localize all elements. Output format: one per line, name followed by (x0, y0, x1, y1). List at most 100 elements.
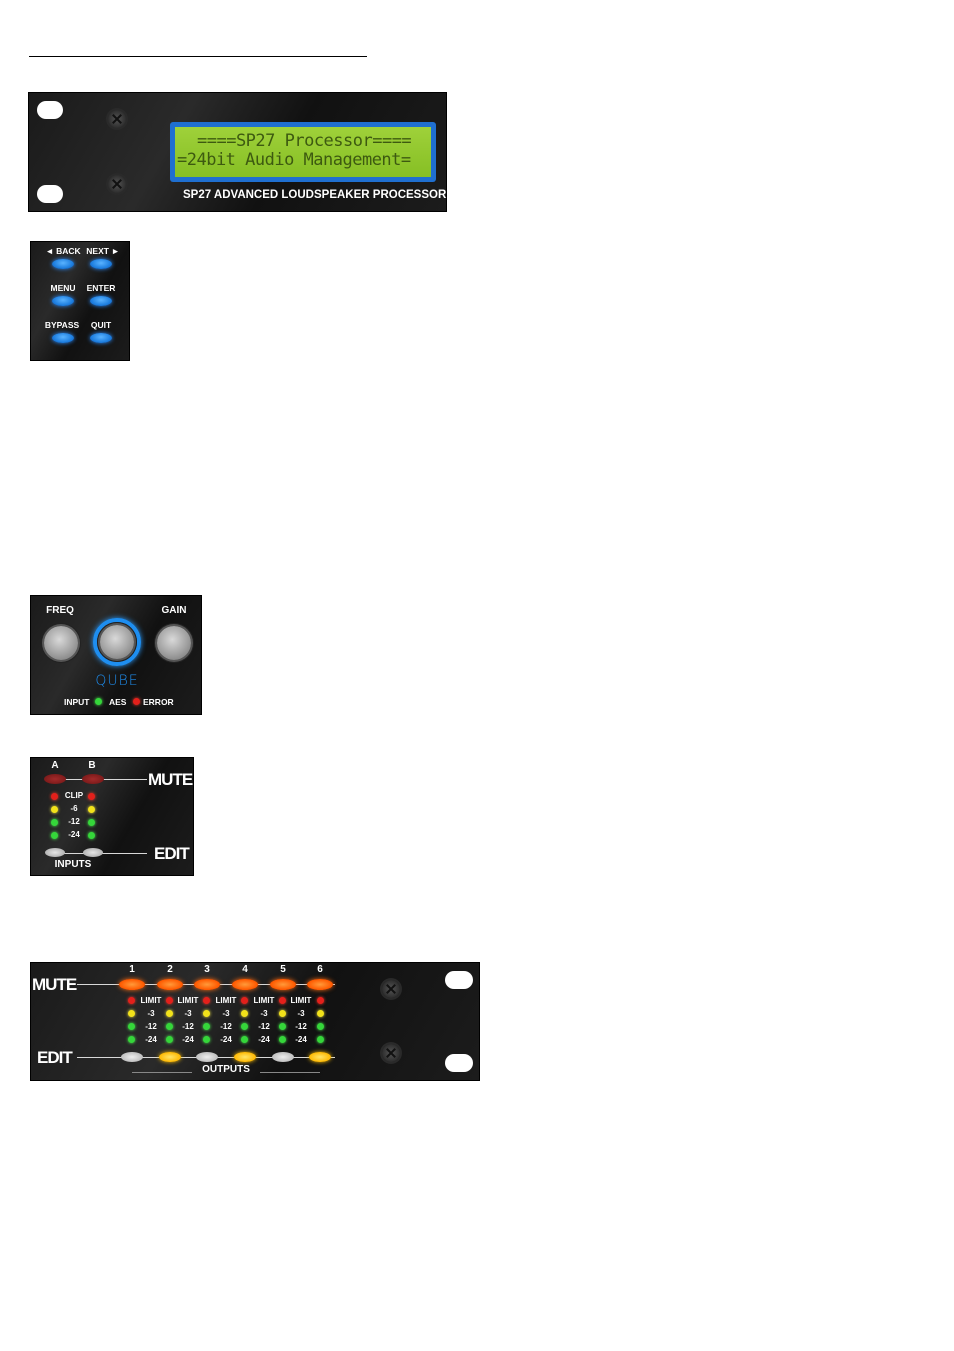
edit-button-b[interactable] (83, 848, 103, 857)
level-12-led (203, 1023, 210, 1030)
output-edit-button-2[interactable] (159, 1052, 181, 1062)
meter-label-12: -12 (68, 817, 80, 826)
level-3-led (166, 1010, 173, 1017)
level-3-led (317, 1010, 324, 1017)
device-caption: SP27 ADVANCED LOUDSPEAKER PROCESSOR (183, 189, 447, 201)
inputs-panel: A B MUTE CLIP -6 -12 -24 EDIT INPUTS (30, 757, 194, 876)
output-channel-5-label: 5 (280, 964, 286, 975)
limit-led (128, 997, 135, 1004)
meter-label-3: -3 (184, 1009, 192, 1018)
level-24-led (128, 1036, 135, 1043)
quit-button[interactable] (90, 333, 112, 343)
output-mute-button-2[interactable] (157, 979, 183, 990)
inputs-label: INPUTS (54, 859, 92, 870)
limit-led (317, 997, 324, 1004)
output-mute-button-4[interactable] (232, 979, 258, 990)
screw-icon (382, 1044, 400, 1062)
meter-label-12: -12 (258, 1022, 270, 1031)
level-12-led (279, 1023, 286, 1030)
clip-led-b (88, 793, 95, 800)
back-label: ◄ BACK (45, 246, 81, 256)
level-24-led (203, 1036, 210, 1043)
level-24-led-a (51, 832, 58, 839)
outputs-panel: MUTE 1 2 3 4 5 6 LIMIT LIMIT LIMIT LIMIT… (30, 962, 480, 1081)
lcd-line-1: ====SP27 Processor==== (197, 131, 412, 151)
meter-label-12: -12 (145, 1022, 157, 1031)
level-6-led-a (51, 806, 58, 813)
level-6-led-b (88, 806, 95, 813)
enter-label: ENTER (86, 283, 116, 293)
output-mute-button-3[interactable] (194, 979, 220, 990)
output-edit-button-1[interactable] (121, 1052, 143, 1062)
level-3-led (203, 1010, 210, 1017)
gain-knob[interactable] (157, 626, 191, 660)
limit-led (203, 997, 210, 1004)
meter-label-3: -3 (147, 1009, 155, 1018)
meter-label-limit: LIMIT (290, 996, 312, 1005)
rack-ear-slot-top (37, 101, 63, 119)
level-12-led (241, 1023, 248, 1030)
freq-knob[interactable] (44, 626, 78, 660)
edit-label: EDIT (37, 1048, 73, 1067)
back-button[interactable] (52, 259, 74, 269)
meter-label-6: -6 (70, 804, 78, 813)
level-24-led (241, 1036, 248, 1043)
output-mute-button-5[interactable] (270, 979, 296, 990)
outputs-label: OUTPUTS (202, 1064, 250, 1075)
gain-label: GAIN (161, 605, 187, 616)
output-edit-button-5[interactable] (272, 1052, 294, 1062)
output-edit-button-4[interactable] (234, 1052, 256, 1062)
screw-icon (108, 175, 126, 193)
output-mute-button-6[interactable] (307, 979, 333, 990)
output-channel-6-label: 6 (317, 964, 323, 975)
meter-label-3: -3 (222, 1009, 230, 1018)
input-label: INPUT (64, 697, 90, 707)
nav-button-panel: ◄ BACK NEXT ► MENU ENTER BYPASS QUIT (30, 241, 130, 361)
level-12-led (317, 1023, 324, 1030)
bypass-label: BYPASS (44, 320, 80, 330)
meter-label-12: -12 (220, 1022, 232, 1031)
meter-label-12: -12 (182, 1022, 194, 1031)
meter-label-24: -24 (182, 1035, 194, 1044)
top-rule (29, 56, 367, 57)
aes-label: AES (109, 697, 127, 707)
rack-ear-slot-bottom (445, 1054, 473, 1072)
next-label: NEXT ► (86, 246, 120, 256)
level-24-led-b (88, 832, 95, 839)
edit-label: EDIT (154, 844, 190, 863)
meter-label-limit: LIMIT (253, 996, 275, 1005)
meter-label-limit: LIMIT (140, 996, 162, 1005)
mute-button-a[interactable] (44, 774, 66, 784)
lcd-line-2: =24bit Audio Management= (177, 150, 411, 170)
channel-b-label: B (88, 760, 96, 771)
menu-label: MENU (50, 283, 76, 293)
meter-label-24: -24 (68, 830, 80, 839)
output-edit-button-6[interactable] (309, 1052, 331, 1062)
meter-label-24: -24 (220, 1035, 232, 1044)
meter-label-12: -12 (295, 1022, 307, 1031)
output-channel-1-label: 1 (129, 964, 135, 975)
level-24-led (279, 1036, 286, 1043)
screw-icon (382, 980, 400, 998)
output-mute-button-1[interactable] (119, 979, 145, 990)
lcd-panel: ====SP27 Processor==== =24bit Audio Mana… (28, 92, 447, 212)
enter-button[interactable] (90, 296, 112, 306)
limit-led (166, 997, 173, 1004)
meter-label-limit: LIMIT (215, 996, 237, 1005)
level-24-led (317, 1036, 324, 1043)
knob-panel: FREQ GAIN QUBE INPUT AES ERROR (30, 595, 202, 715)
edit-button-a[interactable] (45, 848, 65, 857)
center-knob[interactable] (100, 625, 134, 659)
lcd-display: ====SP27 Processor==== =24bit Audio Mana… (175, 127, 431, 177)
channel-a-label: A (51, 760, 59, 771)
quit-label: QUIT (90, 320, 112, 330)
level-12-led (128, 1023, 135, 1030)
mute-button-b[interactable] (82, 774, 104, 784)
output-edit-button-3[interactable] (196, 1052, 218, 1062)
menu-button[interactable] (52, 296, 74, 306)
level-24-led (166, 1036, 173, 1043)
next-button[interactable] (90, 259, 112, 269)
input-led (95, 698, 102, 705)
error-label: ERROR (143, 697, 174, 707)
bypass-button[interactable] (52, 333, 74, 343)
